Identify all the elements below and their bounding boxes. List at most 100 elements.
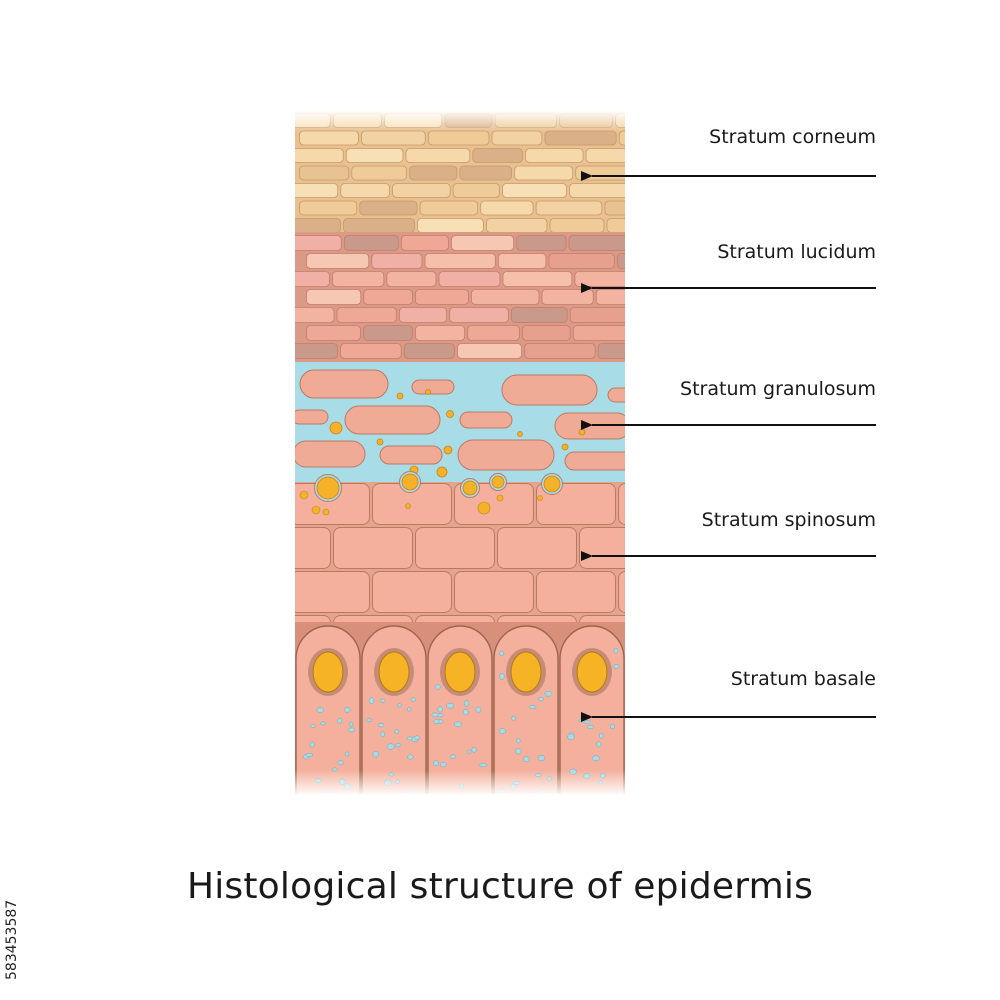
lucidum-cell [497, 253, 547, 269]
lucidum-cell [415, 325, 466, 341]
cytoplasm-vesicle [377, 723, 385, 728]
corneum-cell [604, 200, 625, 216]
vesicle-granule [462, 480, 478, 496]
corneum-cell [472, 148, 523, 163]
cytoplasm-vesicle [609, 724, 616, 729]
cytoplasm-vesicle [583, 720, 591, 725]
granule [405, 503, 411, 509]
cytoplasm-vesicle [664, 774, 668, 777]
spinosum-cell [497, 527, 577, 569]
cytoplasm-vesicle [671, 747, 675, 752]
tissue-column [209, 110, 690, 800]
lucidum-cell [295, 307, 335, 323]
corneum-cell [480, 200, 534, 216]
cytoplasm-vesicle [380, 731, 386, 738]
cytoplasm-vesicle [669, 699, 674, 702]
diagram-title: Histological structure of epidermis [186, 866, 814, 907]
corneum-cell [340, 183, 390, 198]
cytoplasm-vesicle [672, 721, 679, 725]
lucidum-cell [502, 271, 573, 287]
lucidum-cell [616, 253, 625, 269]
lucidum-cell [438, 271, 501, 287]
corneum-cell [405, 148, 471, 163]
layer-callout-corneum: Stratum corneum [581, 126, 876, 181]
corneum-cell [343, 218, 415, 233]
cytoplasm-vesicle [659, 740, 664, 746]
corneum-cell [351, 165, 408, 181]
cytoplasm-vesicle [587, 725, 594, 730]
corneum-cell [585, 148, 625, 163]
lucidum-cell [541, 289, 594, 305]
keratohyalin-granule [578, 428, 586, 436]
cytoplasm-vesicle [523, 756, 530, 763]
lucidum-cell [306, 289, 362, 305]
cytoplasm-vesicle [449, 754, 456, 759]
basal-cell [626, 626, 690, 800]
granulosum-cell [607, 387, 625, 403]
corneum-cell [427, 130, 490, 146]
cytoplasm-vesicle [479, 762, 488, 768]
lucidum-cell [340, 343, 402, 359]
lucidum-cell [471, 289, 540, 305]
cytoplasm-vesicle [537, 755, 546, 761]
corneum-cell [514, 165, 574, 181]
corneum-cell [419, 200, 479, 216]
spinosum-cell [618, 483, 625, 525]
cytoplasm-vesicle [305, 753, 314, 757]
corneum-cell [549, 218, 605, 233]
cytoplasm-vesicle [591, 755, 600, 762]
corneum-cell [615, 113, 625, 128]
granulosum-cell [411, 379, 455, 395]
cytoplasm-vesicle [320, 721, 326, 726]
lucidum-cell [295, 271, 330, 287]
corneum-cell [361, 130, 426, 146]
cytoplasm-vesicle [662, 749, 669, 754]
granule [477, 501, 491, 515]
granulosum-cell [501, 374, 598, 406]
layer-label-spinosum: Stratum spinosum [702, 509, 876, 531]
lucidum-cell [449, 307, 509, 323]
lucidum-cell [524, 343, 596, 359]
cytoplasm-vesicle [437, 706, 443, 713]
keratohyalin-granule [376, 438, 384, 446]
corneum-cell [295, 148, 344, 163]
cytoplasm-vesicle [386, 743, 395, 750]
granulosum-cell [379, 445, 443, 465]
basal-nucleus [444, 651, 476, 693]
spinosum-cell [536, 571, 616, 613]
cytoplasm-vesicle [366, 718, 372, 722]
cytoplasm-vesicle [395, 743, 402, 748]
corneum-cell [299, 130, 359, 146]
lucidum-cell [595, 289, 625, 305]
corneum-cell [491, 130, 543, 146]
corneum-cell [409, 165, 458, 181]
lucidum-cell [399, 307, 448, 323]
layer-callout-basale: Stratum basale [581, 668, 876, 722]
spinosum-cell [579, 527, 625, 569]
lucidum-cell [336, 307, 397, 323]
corneum-cell [575, 165, 625, 181]
cytoplasm-vesicle [475, 706, 482, 713]
lucidum-cell [516, 235, 567, 251]
basal-nucleus [378, 651, 410, 693]
corneum-cell [392, 183, 451, 198]
lucidum-cell [403, 343, 455, 359]
cytoplasm-vesicle [397, 703, 402, 708]
keratohyalin-granule [425, 389, 431, 395]
corneum-cell [417, 218, 484, 233]
cytoplasm-vesicle [431, 712, 439, 718]
spinosum-cell [209, 572, 288, 613]
corneum-cell [452, 183, 500, 198]
cytoplasm-vesicle [665, 781, 669, 786]
cytoplasm-vesicle [414, 735, 420, 740]
corneum-cell [535, 200, 603, 216]
keratohyalin-granule [396, 392, 404, 400]
cytoplasm-vesicle [348, 727, 355, 733]
cytoplasm-vesicle [499, 728, 506, 734]
lucidum-cell [451, 235, 515, 251]
basal-nucleus [643, 652, 673, 692]
cytoplasm-vesicle [344, 707, 351, 713]
lucidum-cell [569, 307, 625, 323]
vesicle-granule [401, 473, 419, 491]
basal-nucleus [576, 651, 608, 693]
